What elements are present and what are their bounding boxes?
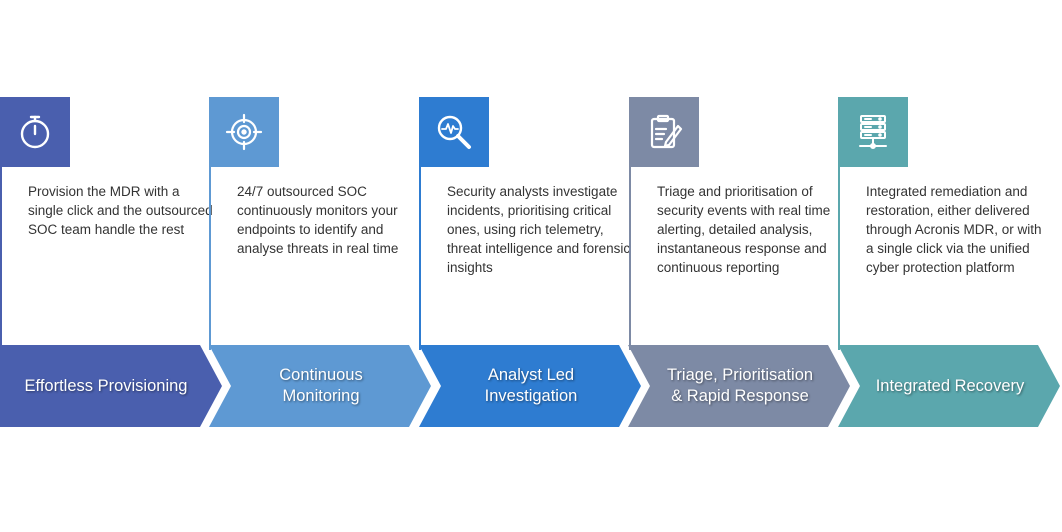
step-description: Security analysts investigate incidents,… bbox=[447, 184, 631, 275]
chevron-triage-prioritisation: Triage, Prioritisation & Rapid Response bbox=[628, 345, 850, 427]
chevron-shape bbox=[0, 345, 222, 427]
clipboard-icon bbox=[650, 114, 683, 149]
step-title: Effortless Provisioning bbox=[24, 376, 188, 395]
chevron-shape bbox=[419, 345, 641, 427]
step-divider-line bbox=[419, 150, 421, 350]
step-title: Triage, Prioritisation & Rapid Response bbox=[666, 366, 814, 405]
icon-box bbox=[838, 97, 908, 167]
magnifier-icon bbox=[437, 115, 471, 149]
step-divider-line bbox=[629, 150, 631, 350]
step-integrated-recovery: Integrated remediation and restoration, … bbox=[838, 0, 1062, 532]
step-divider-line bbox=[838, 150, 840, 350]
step-title: Continuous Monitoring bbox=[279, 366, 363, 405]
icon-box bbox=[629, 97, 699, 167]
server-icon bbox=[859, 115, 887, 149]
step-effortless-provisioning: Provision the MDR with a single click an… bbox=[0, 0, 230, 532]
icon-box bbox=[0, 97, 70, 167]
step-divider-line bbox=[209, 150, 211, 350]
step-divider-line bbox=[0, 150, 2, 350]
step-description: 24/7 outsourced SOC continuously monitor… bbox=[237, 184, 399, 256]
target-icon bbox=[225, 113, 263, 151]
chevron-shape bbox=[209, 345, 431, 427]
step-description: Triage and prioritisation of security ev… bbox=[657, 184, 831, 275]
chevron-analyst-led-investigation: Analyst Led Investigation bbox=[419, 345, 641, 427]
step-description: Provision the MDR with a single click an… bbox=[28, 184, 213, 237]
stopwatch-icon bbox=[20, 115, 50, 149]
step-analyst-led-investigation: Security analysts investigate incidents,… bbox=[419, 0, 649, 532]
chevron-continuous-monitoring: Continuous Monitoring bbox=[209, 345, 431, 427]
chevron-integrated-recovery: Integrated Recovery bbox=[838, 345, 1060, 427]
chevron-shape bbox=[838, 345, 1060, 427]
step-continuous-monitoring: 24/7 outsourced SOC continuously monitor… bbox=[209, 0, 439, 532]
step-triage-prioritisation: Triage and prioritisation of security ev… bbox=[629, 0, 859, 532]
icon-box bbox=[209, 97, 279, 167]
step-title: Integrated Recovery bbox=[875, 376, 1025, 395]
icon-box bbox=[419, 97, 489, 167]
step-title: Analyst Led Investigation bbox=[484, 366, 578, 405]
chevron-effortless-provisioning: Effortless Provisioning bbox=[0, 345, 222, 427]
step-description: Integrated remediation and restoration, … bbox=[866, 184, 1042, 275]
chevron-shape bbox=[628, 345, 850, 427]
